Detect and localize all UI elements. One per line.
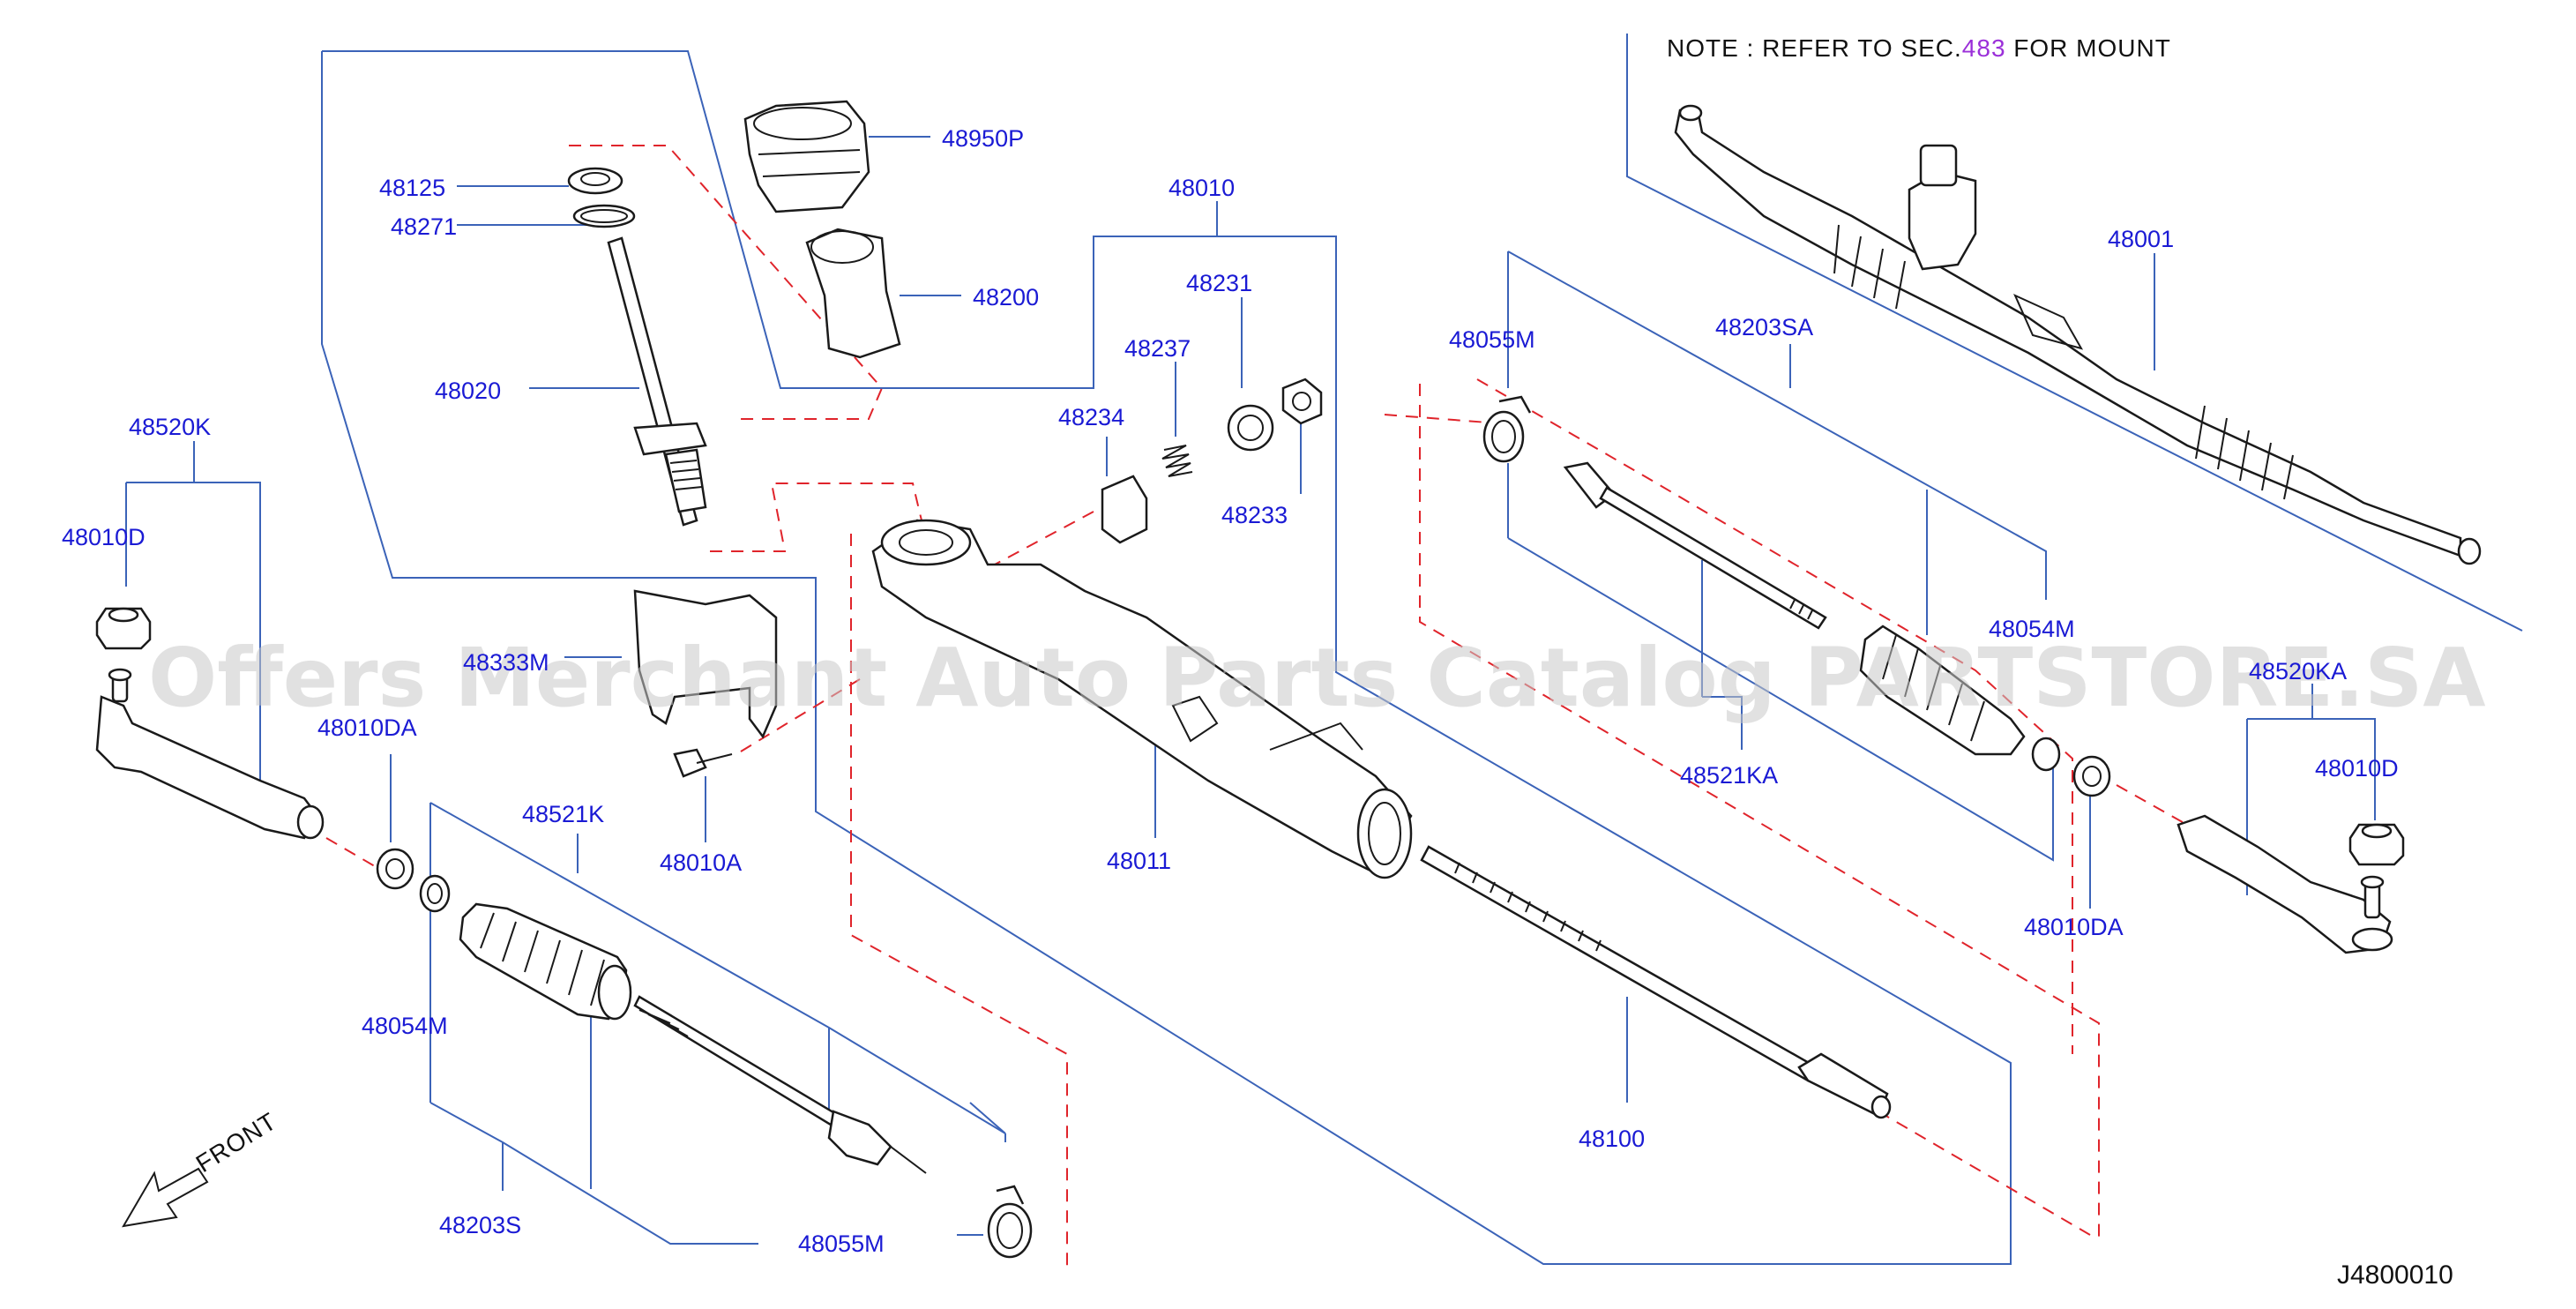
label-48010A[interactable]: 48010A <box>660 849 742 876</box>
label-48054M-right[interactable]: 48054M <box>1989 616 2075 642</box>
label-48020[interactable]: 48020 <box>435 378 501 404</box>
label-48010DA-right[interactable]: 48010DA <box>2024 914 2124 940</box>
right-nut-48010D <box>2348 823 2405 866</box>
label-48271[interactable]: 48271 <box>391 213 457 240</box>
label-48200[interactable]: 48200 <box>973 284 1039 310</box>
label-48055M-left[interactable]: 48055M <box>798 1230 885 1257</box>
section-link[interactable]: 483 <box>1962 34 2006 62</box>
seal-48200 <box>805 228 901 359</box>
left-small-clamp <box>419 874 451 913</box>
diagram-reference: J4800010 <box>2337 1260 2453 1290</box>
label-48100[interactable]: 48100 <box>1579 1126 1645 1152</box>
front-label: FRONT <box>191 1107 281 1178</box>
label-48333M[interactable]: 48333M <box>463 649 549 676</box>
left-locknut-48010DA <box>376 848 414 890</box>
label-48010D-right[interactable]: 48010D <box>2315 755 2399 782</box>
dashed-assembly-lines <box>325 145 2188 1266</box>
bolt-48010A <box>673 748 733 778</box>
retainer-48234 <box>1101 475 1148 544</box>
label-48521K[interactable]: 48521K <box>522 801 604 827</box>
label-48001[interactable]: 48001 <box>2108 226 2174 252</box>
label-48520K[interactable]: 48520K <box>129 414 211 440</box>
label-48233[interactable]: 48233 <box>1221 502 1288 528</box>
column-hole-cover-48950P <box>743 100 870 213</box>
rack-48100 <box>1420 845 1892 1119</box>
part-labels: 48125 48271 48020 48950P 48200 48010 482… <box>62 125 2399 1257</box>
watermark: Offers Merchant Auto Parts Catalog PARTS… <box>148 631 2486 725</box>
label-48237[interactable]: 48237 <box>1124 335 1191 362</box>
gear-housing-48011 <box>871 519 1413 879</box>
label-48054M-left[interactable]: 48054M <box>362 1013 448 1039</box>
label-48011[interactable]: 48011 <box>1107 848 1171 874</box>
left-tie-rod-end <box>95 668 325 840</box>
front-direction-indicator: FRONT <box>122 1107 281 1228</box>
adjusting-plug-48231 <box>1227 404 1274 452</box>
label-48203SA[interactable]: 48203SA <box>1715 314 1813 340</box>
label-48521KA[interactable]: 48521KA <box>1680 762 1778 789</box>
label-48950P[interactable]: 48950P <box>942 125 1024 152</box>
label-48234[interactable]: 48234 <box>1058 404 1124 430</box>
snap-ring-48271 <box>572 204 636 228</box>
left-nut-48010D <box>95 607 152 650</box>
label-48010DA-left[interactable]: 48010DA <box>317 714 417 741</box>
right-inner-rod-48521KA <box>1563 461 1827 630</box>
bracket-48333M <box>633 589 778 739</box>
spring-48237 <box>1161 445 1193 477</box>
label-48055M-right[interactable]: 48055M <box>1449 326 1535 353</box>
steering-gear-assembly-48001 <box>1674 104 2482 565</box>
right-clamp-48055M <box>1482 395 1532 463</box>
bearing-48125 <box>567 167 623 195</box>
label-48010[interactable]: 48010 <box>1169 175 1235 201</box>
right-tie-rod-end <box>2177 814 2393 954</box>
left-inner-rod-48521K <box>633 995 927 1174</box>
label-48203S[interactable]: 48203S <box>439 1212 521 1238</box>
label-48010D-left[interactable]: 48010D <box>62 524 146 550</box>
pinion-shaft-48020 <box>607 236 707 527</box>
label-48520KA[interactable]: 48520KA <box>2249 658 2347 684</box>
left-clamp-48055M <box>987 1185 1033 1259</box>
right-locknut-48010DA <box>2072 755 2111 797</box>
label-48125[interactable]: 48125 <box>379 175 445 201</box>
left-boot-48203S <box>459 902 632 1021</box>
locknut-48233 <box>1281 378 1323 425</box>
mount-note: NOTE : REFER TO SEC.483 FOR MOUNT <box>1667 34 2171 62</box>
label-48231[interactable]: 48231 <box>1186 270 1252 296</box>
right-boot-48203SA <box>1859 625 2026 756</box>
right-small-clamp <box>2031 737 2061 772</box>
leader-lines <box>125 34 2523 1265</box>
